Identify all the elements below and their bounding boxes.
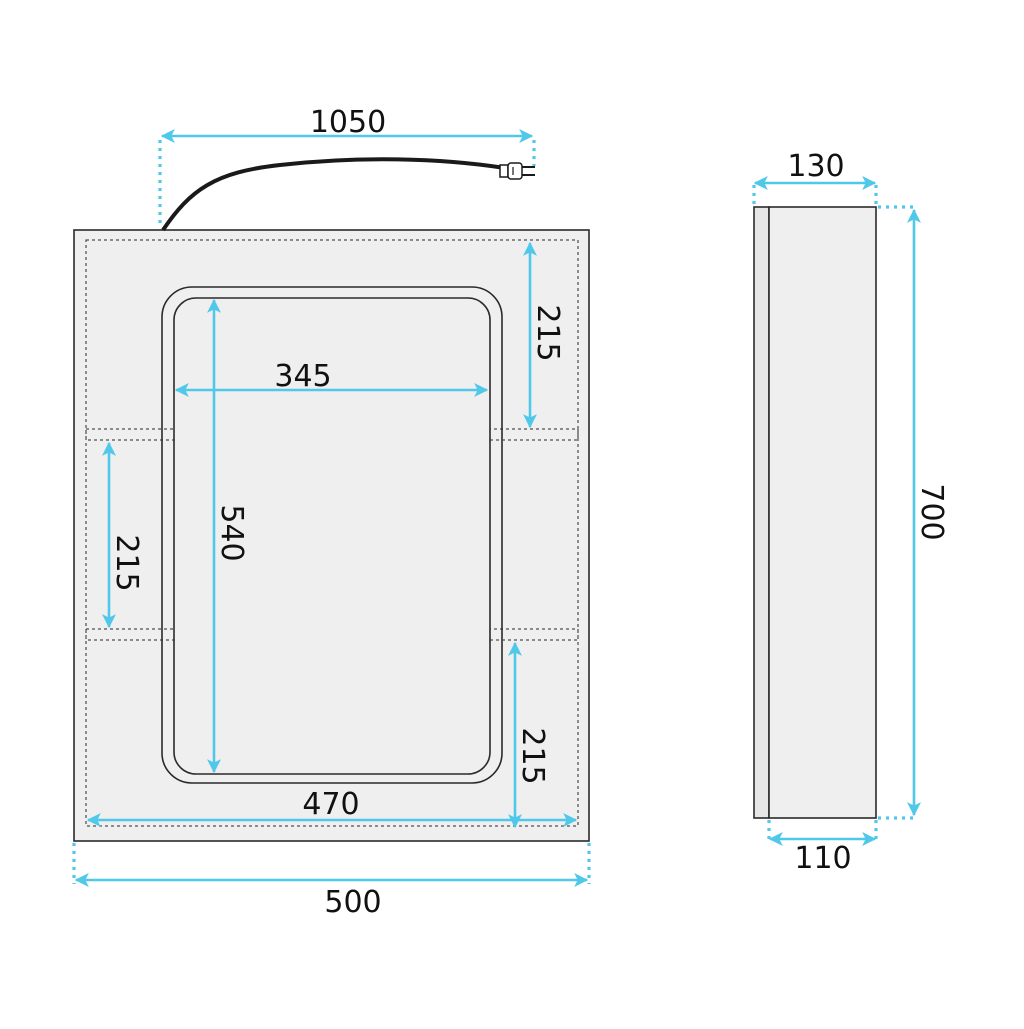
power-cable: [161, 157, 506, 232]
plug-icon: [499, 162, 535, 180]
shelf-top-height-label: 215: [530, 304, 565, 361]
inner-width-label: 470: [302, 787, 359, 822]
cabinet-side-door: [753, 206, 770, 819]
front-view: 1050 345 540 215 215 215 470 500: [72, 105, 591, 920]
cabinet-inner-frame: [85, 239, 579, 827]
mirror-height-label: 540: [214, 504, 249, 561]
shelf-middle-height-label: 215: [109, 534, 144, 591]
overall-width-label: 500: [324, 885, 381, 920]
mirror-outer-border: [161, 286, 503, 784]
mirror-width-label: 345: [274, 359, 331, 394]
overall-height-label: 700: [914, 483, 949, 540]
inner-depth-label: 110: [794, 841, 851, 876]
outer-depth-label: 130: [787, 149, 844, 184]
mirror-inner-border: [173, 297, 491, 775]
side-view: 130 700 110: [752, 149, 949, 876]
cable-length-label: 1050: [310, 105, 386, 140]
shelf-bottom-height-label: 215: [515, 727, 550, 784]
cabinet-side-body: [768, 206, 877, 819]
